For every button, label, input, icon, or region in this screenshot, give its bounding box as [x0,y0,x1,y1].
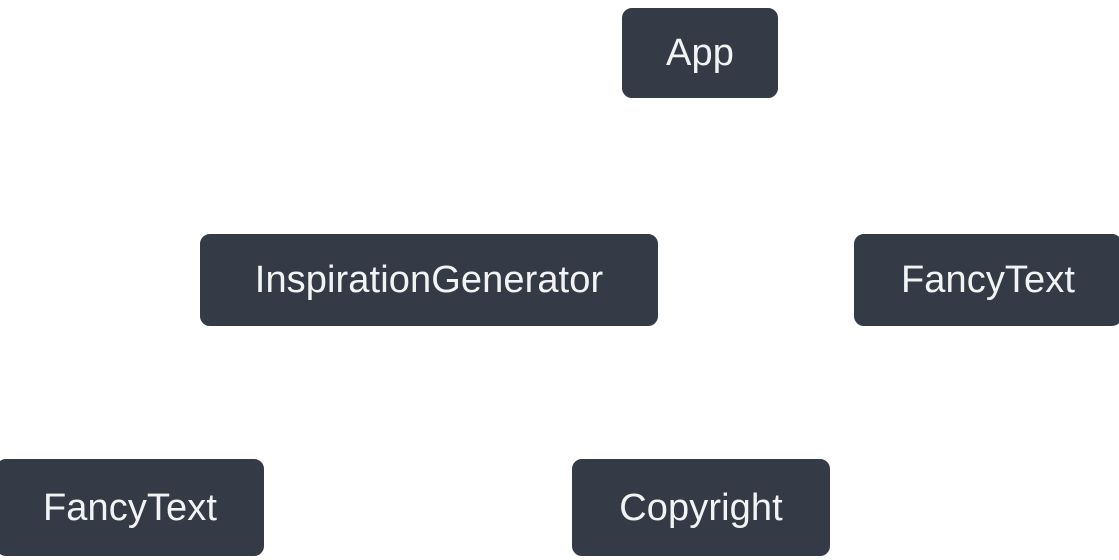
edge-app-to-fancy-right-right-seg [900,167,991,233]
node-fancy-text-left-label: FancyText [42,486,218,529]
edge-inspiration-stem-left [402,327,418,399]
edge-label-inspiration-to-copyright: renders [508,380,609,410]
node-inspiration-generator[interactable]: InspirationGenerator [196,230,662,330]
edge-inspiration-stem-right [412,327,428,399]
edge-label-app-to-inspiration: renders [497,153,598,183]
node-fancy-text-right-label: FancyText [900,259,1076,301]
node-app[interactable]: App [618,4,782,102]
node-inspiration-generator-label: InspirationGenerator [254,259,604,301]
edge-app-stem [687,99,703,173]
node-fancy-text-right[interactable]: FancyText [850,230,1119,330]
node-fancy-text-left[interactable]: FancyText [0,455,268,560]
node-copyright[interactable]: Copyright [568,455,834,560]
node-app-label: App [666,32,734,74]
edge-inspiration-to-copyright-right-seg [624,393,703,458]
edge-inspiration-to-fancy-left-left-seg [128,393,206,458]
edge-app-to-inspiration-left-seg [412,167,490,233]
edge-app-stem-right [697,99,713,173]
node-copyright-label: Copyright [619,486,783,529]
edge-label-inspiration-to-fancy-text-left: renders [213,380,314,410]
edge-label-app-to-fancy-text-right: renders [793,153,894,183]
